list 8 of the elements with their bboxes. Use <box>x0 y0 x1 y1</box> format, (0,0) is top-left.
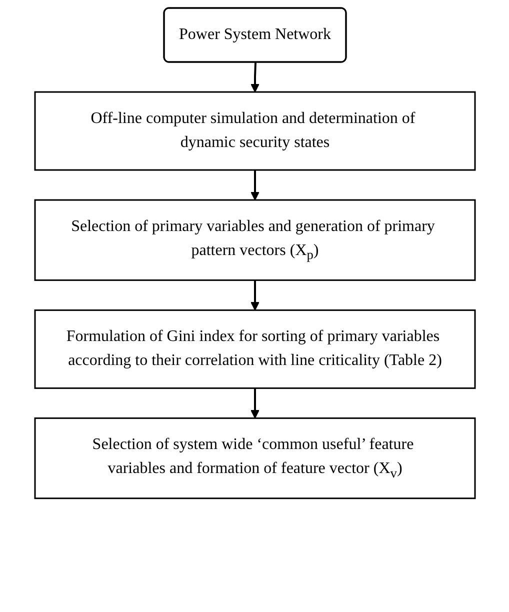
node-box: Off-line computer simulation and determination of dynamic security states <box>34 91 476 171</box>
arrow <box>250 388 259 419</box>
node-box: Formulation of Gini index for sorting of primary variables according to their correlation with line criticality (Table 2) <box>34 309 476 389</box>
node-box: Selection of system wide ‘common useful’ feature variables and formation of feature vector (X$_{v}$) <box>34 417 476 500</box>
node-box: Selection of primary variables and generation of primary pattern vectors (X$_{p}$) <box>34 199 476 281</box>
arrow <box>250 280 259 311</box>
arrow <box>250 170 259 200</box>
arrow <box>250 62 259 92</box>
